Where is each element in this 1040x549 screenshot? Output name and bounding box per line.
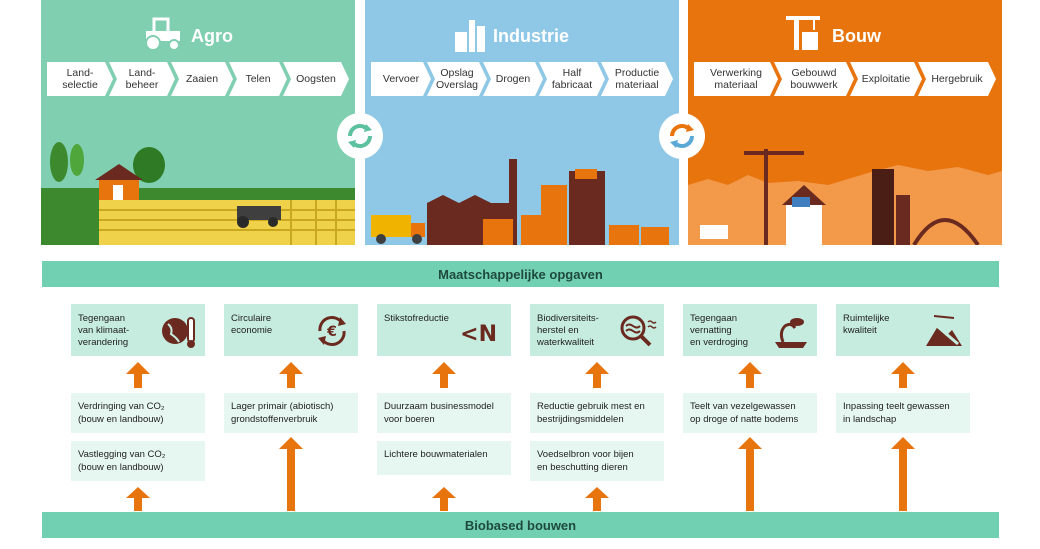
contribution-landschap: Inpassing teelt gewassen in landschap — [836, 393, 970, 433]
step-drogen: Drogen — [483, 62, 543, 96]
topic-ruimtelijke-label: Ruimtelijke kwaliteit — [843, 313, 890, 336]
globe-thermometer-icon — [162, 317, 195, 348]
contribution-co2-vastlegging: Vastlegging van CO₂ (bouw en landbouw) — [71, 441, 205, 481]
step-verwerking-materiaal: Verwerking materiaal — [694, 62, 778, 96]
topic-klimaat: Tegengaan van klimaat- verandering — [71, 304, 205, 356]
nitrogen-icon: <N — [460, 322, 497, 347]
topic-klimaat-label: Tegengaan van klimaat- verandering — [78, 313, 130, 348]
industrie-panel: Industrie Vervoer Opslag Overslag Drogen… — [365, 0, 679, 245]
arrow-up-icon — [585, 487, 609, 511]
tractor-icon — [145, 17, 180, 51]
topic-circulaire-economie: Circulaire economie € — [224, 304, 358, 356]
bouw-title: Bouw — [832, 26, 881, 46]
farm-landscape — [41, 142, 355, 245]
arrow-up-icon — [585, 362, 609, 388]
step-productie-materiaal: Productie materiaal — [601, 62, 673, 96]
industry-scene — [371, 159, 669, 245]
step-half-fabricaat: Half fabricaat — [539, 62, 605, 96]
topic-biodiversiteit: Biodiversiteits- herstel en waterkwalite… — [530, 304, 664, 356]
magnifier-water-icon — [620, 315, 657, 347]
construction-scene — [688, 149, 1002, 245]
topic-biodiversiteit-label: Biodiversiteits- herstel en waterkwalite… — [537, 313, 599, 348]
contribution-co2-verdringing: Verdringing van CO₂ (bouw en landbouw) — [71, 393, 205, 433]
arrow-up-icon — [279, 437, 303, 511]
step-land-selectie: Land- selectie — [47, 62, 113, 96]
topic-ruimtelijke-kwaliteit: Ruimtelijke kwaliteit — [836, 304, 970, 356]
agro-title: Agro — [191, 26, 233, 46]
topic-circulaire-label: Circulaire economie — [231, 313, 273, 336]
arrow-up-icon — [279, 362, 303, 388]
arrow-up-icon — [126, 487, 150, 511]
arrow-up-icon — [891, 437, 915, 511]
contribution-grondstoffen: Lager primair (abiotisch) grondstoffenve… — [224, 393, 358, 433]
step-opslag-overslag: Opslag Overslag — [427, 62, 487, 96]
industrie-title: Industrie — [493, 26, 570, 46]
contribution-bouwmaterialen: Lichtere bouwmaterialen — [377, 441, 511, 475]
construction-crane-icon — [786, 16, 820, 50]
step-gebouwd-bouwwerk: Gebouwd bouwwerk — [774, 62, 854, 96]
contribution-mest-reductie: Reductie gebruik mest en bestrijdingsmid… — [530, 393, 664, 433]
step-telen: Telen — [229, 62, 287, 96]
arrow-up-icon — [432, 362, 456, 388]
contribution-voedselbron-bijen: Voedselbron voor bijen en beschutting di… — [530, 441, 664, 481]
factory-icon — [455, 20, 485, 52]
contribution-vezelgewassen: Teelt van vezelgewassen op droge of natt… — [683, 393, 817, 433]
arrow-up-icon — [891, 362, 915, 388]
topic-vernatting: Tegengaan vernatting en verdroging — [683, 304, 817, 356]
step-vervoer: Vervoer — [371, 62, 431, 96]
arrow-up-icon — [432, 487, 456, 511]
cycle-arrows-icon-industrie-bouw — [659, 113, 705, 159]
recycle-icon — [670, 124, 694, 148]
agro-panel: Agro Land- selectie Land- beheer Zaaien … — [41, 0, 355, 245]
plant-soil-icon — [775, 318, 807, 348]
bouw-panel: Bouw Verwerking materiaal Gebouwd bouwwe… — [688, 0, 1002, 245]
contribution-businessmodel: Duurzaam businessmodel voor boeren — [377, 393, 511, 433]
topic-stikstof: Stikstofreductie <N — [377, 304, 511, 356]
maatschappelijke-opgaven-bar: Maatschappelijke opgaven — [42, 261, 999, 287]
topic-stikstof-label: Stikstofreductie — [384, 313, 449, 324]
step-oogsten: Oogsten — [283, 62, 349, 96]
euro-cycle-icon: € — [318, 316, 346, 346]
arrow-up-icon — [738, 362, 762, 388]
step-land-beheer: Land- beheer — [109, 62, 175, 96]
step-exploitatie: Exploitatie — [850, 62, 922, 96]
arrow-up-icon — [126, 362, 150, 388]
topic-vernatting-label: Tegengaan vernatting en verdroging — [690, 313, 749, 348]
landscape-icon — [926, 315, 962, 346]
step-zaaien: Zaaien — [171, 62, 233, 96]
arrow-up-icon — [738, 437, 762, 511]
recycle-icon — [348, 124, 372, 148]
biobased-bouwen-bar: Biobased bouwen — [42, 512, 999, 538]
step-hergebruik: Hergebruik — [918, 62, 996, 96]
svg-text:€: € — [326, 324, 337, 340]
cycle-arrows-icon-agro-industrie — [337, 113, 383, 159]
